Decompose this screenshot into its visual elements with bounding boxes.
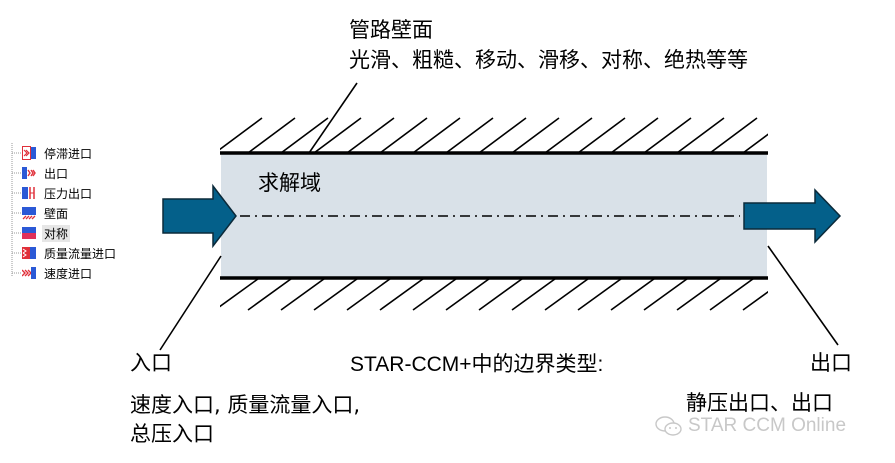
bottom-wall-hatching bbox=[220, 278, 768, 311]
wall-icon bbox=[22, 207, 36, 220]
outlet-types: 静压出口、出口 bbox=[686, 391, 833, 415]
tree-item-symmetry[interactable]: 对称 bbox=[22, 224, 71, 242]
wall-leader-line bbox=[308, 82, 358, 154]
outlet-icon bbox=[22, 167, 36, 179]
domain-label: 求解域 bbox=[258, 171, 321, 195]
outlet-title: 出口 bbox=[810, 351, 852, 375]
tree-item-velocity-inlet[interactable]: 速度进口 bbox=[22, 264, 94, 282]
symmetry-icon bbox=[22, 227, 36, 239]
watermark-text: STAR CCM Online bbox=[688, 415, 847, 436]
wall-types: 光滑、粗糙、移动、滑移、对称、绝热等等 bbox=[349, 48, 748, 72]
outlet-arrow bbox=[743, 188, 842, 244]
tree-item-stagnation-inlet[interactable]: 停滞进口 bbox=[22, 144, 94, 162]
velocity-inlet-icon bbox=[22, 267, 36, 279]
tree-item-outlet[interactable]: 出口 bbox=[22, 164, 70, 182]
tree-item-wall[interactable]: 壁面 bbox=[22, 204, 70, 222]
outlet-leader-line bbox=[767, 245, 839, 346]
inlet-leader-line bbox=[159, 255, 222, 351]
watermark: STAR CCM Online bbox=[654, 414, 846, 438]
caption: STAR-CCM+中的边界类型: bbox=[350, 353, 604, 376]
tree-item-pressure-outlet[interactable]: 压力出口 bbox=[22, 184, 94, 202]
wechat-icon bbox=[655, 416, 682, 436]
boundary-type-tree: 停滞进口 出口 压力出口 壁面 对称 bbox=[8, 143, 138, 288]
inlet-arrow bbox=[162, 183, 237, 249]
tree-connector-lines bbox=[11, 143, 22, 277]
inlet-title: 入口 bbox=[130, 351, 172, 375]
solution-domain bbox=[221, 153, 767, 277]
stagnation-inlet-icon bbox=[22, 146, 36, 160]
inlet-types-line1: 速度入口, 质量流量入口, bbox=[130, 393, 361, 417]
tree-item-mass-flow-inlet[interactable]: 质量流量进口 bbox=[22, 244, 118, 262]
pressure-outlet-icon bbox=[22, 187, 35, 199]
mass-flow-inlet-icon bbox=[22, 247, 36, 259]
wall-title: 管路壁面 bbox=[349, 18, 433, 42]
top-wall-hatching bbox=[220, 117, 768, 152]
inlet-types-line2: 总压入口 bbox=[130, 422, 214, 446]
